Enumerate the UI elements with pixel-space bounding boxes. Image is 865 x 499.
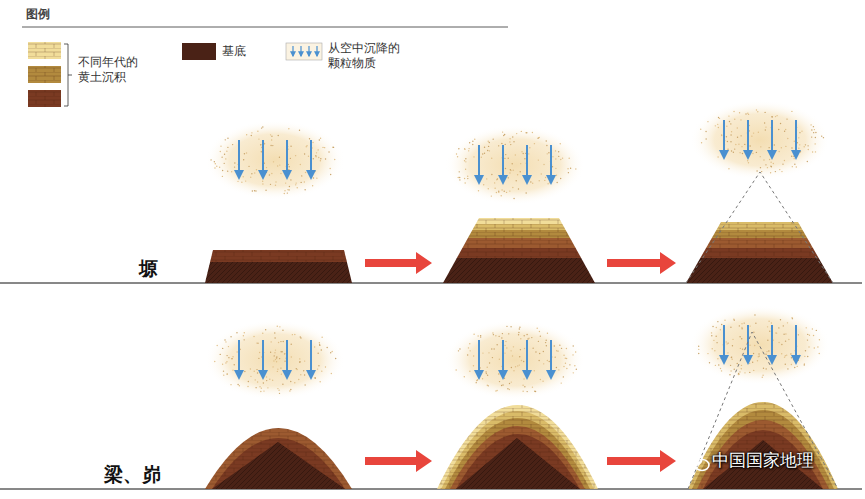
legend-label: 不同年代的 黄土沉积 (78, 55, 142, 85)
process-arrow (365, 252, 432, 274)
watermark-icon (684, 452, 709, 471)
loess-layer (445, 418, 590, 489)
original-outline (688, 332, 838, 489)
loess-swatch-texture (28, 42, 61, 59)
loess-swatch-texture (28, 66, 61, 83)
loess-layer (437, 405, 598, 489)
bedrock (456, 438, 580, 489)
dust-cloud (690, 305, 830, 385)
process-arrow (607, 450, 676, 472)
loess-texture (688, 402, 838, 489)
bedrock (703, 440, 823, 489)
loess-texture (703, 430, 823, 489)
bedrock-hatch (212, 442, 345, 489)
legend-label: 基底 (222, 44, 282, 59)
loess-plateau (0, 0, 865, 283)
landform-label: 塬 (139, 257, 158, 281)
legend-title: 图例 (26, 7, 50, 22)
loess-layer (456, 434, 580, 489)
loess-texture (697, 420, 829, 489)
dust-cloud (690, 100, 830, 180)
dust-cloud (445, 125, 585, 205)
loess-texture (692, 410, 834, 489)
loess-texture (456, 434, 580, 489)
process-arrow (607, 252, 676, 274)
legend-swatch (182, 43, 216, 60)
bedrock (212, 442, 345, 489)
bedrock-hatch (456, 438, 580, 489)
loess-layer (205, 428, 352, 489)
landform-label: 梁、峁 (104, 463, 161, 487)
dust-cloud (445, 320, 585, 400)
legend-bracket (64, 44, 72, 106)
original-outline (686, 172, 833, 283)
dust-cloud (205, 320, 345, 400)
loess-plateau (0, 0, 865, 283)
loess-texture (445, 418, 590, 489)
loess-texture (205, 428, 352, 489)
loess-swatch-texture (28, 90, 61, 107)
loess-texture (212, 438, 345, 489)
loess-layer (697, 420, 829, 489)
bedrock-hatch (703, 440, 823, 489)
loess-swatch (28, 90, 61, 107)
legend-label: 从空中沉降的 颗粒物质 (328, 41, 406, 71)
loess-texture (450, 426, 585, 489)
loess-texture (441, 411, 594, 489)
loess-layer (692, 410, 834, 489)
loess-swatch (28, 66, 61, 83)
loess-layer (212, 438, 345, 489)
loess-swatch (28, 42, 61, 59)
loess-texture (437, 405, 598, 489)
process-arrow (365, 450, 432, 472)
loess-layer (688, 402, 838, 489)
loess-layer (450, 426, 585, 489)
legend-rule (22, 27, 508, 28)
loess-plateau (0, 0, 865, 283)
dust-cloud (205, 120, 345, 200)
watermark: 中国国家地理 (712, 450, 814, 471)
loess-layer (441, 411, 594, 489)
particle-swatch (286, 43, 322, 60)
loess-layer (703, 430, 823, 489)
